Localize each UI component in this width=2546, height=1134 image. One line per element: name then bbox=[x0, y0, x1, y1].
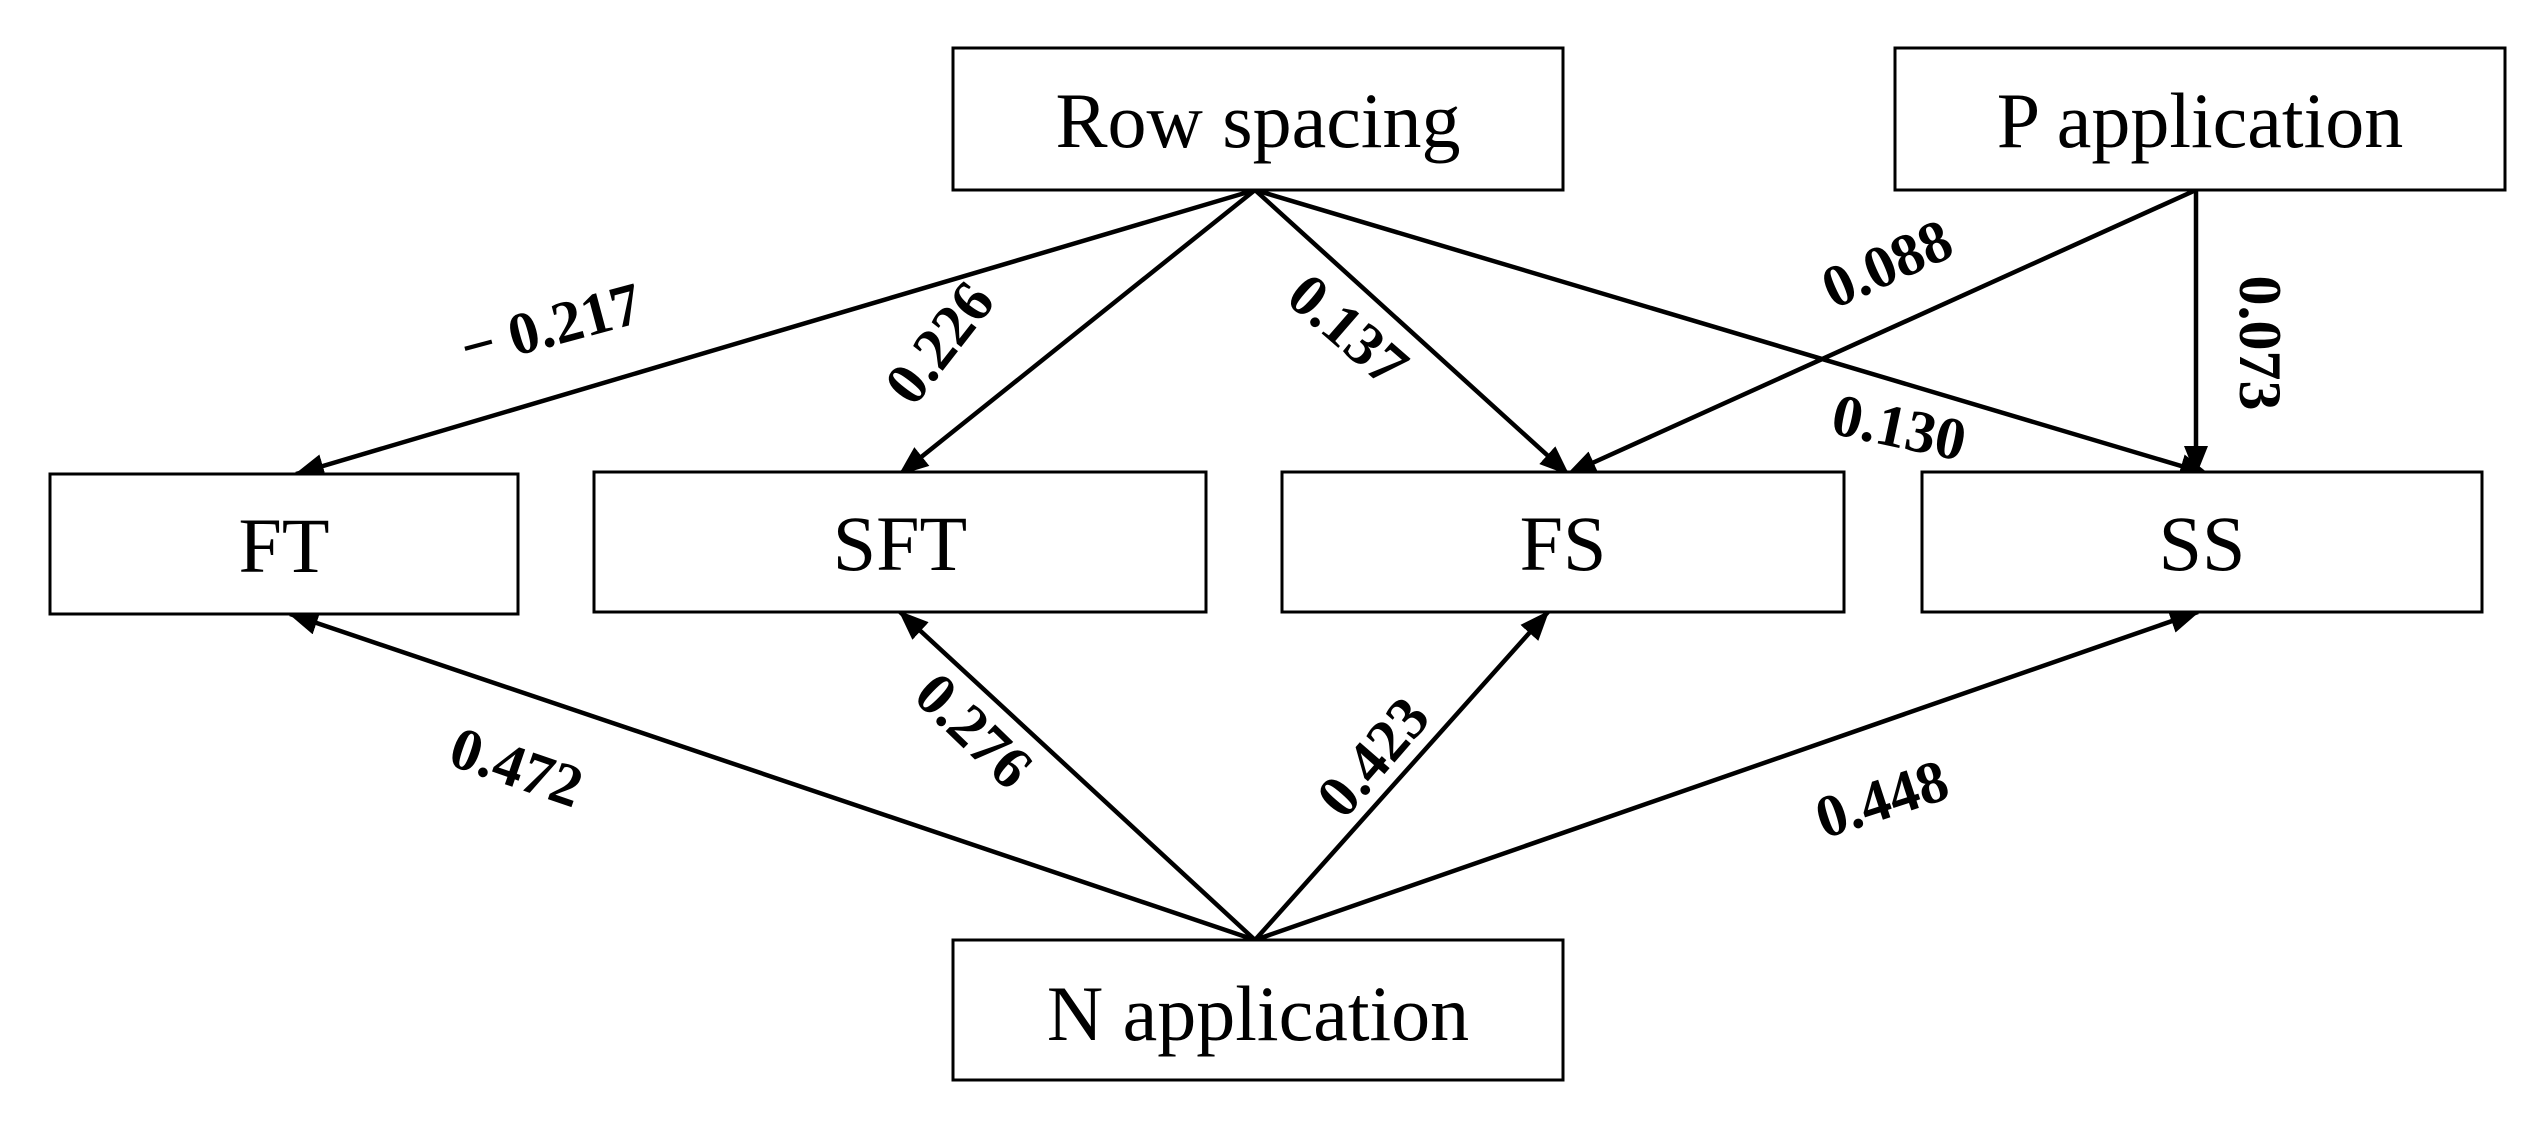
node-n-application-label: N application bbox=[1047, 970, 1469, 1057]
node-row-spacing-label: Row spacing bbox=[1055, 77, 1460, 164]
edge-n-application-to-ss bbox=[1254, 609, 2200, 943]
coef-n-application-ft: 0.472 bbox=[442, 714, 591, 820]
coef-row-spacing-ft: − 0.217 bbox=[453, 270, 648, 381]
node-ss-label: SS bbox=[2159, 500, 2246, 587]
node-ft-label: FT bbox=[238, 502, 329, 589]
node-row-spacing: Row spacing bbox=[951, 46, 1565, 192]
node-n-application: N application bbox=[951, 938, 1565, 1082]
node-ft: FT bbox=[48, 472, 520, 616]
edge-n-application-to-fs bbox=[1253, 610, 1550, 942]
node-p-application-label: P application bbox=[1997, 77, 2404, 164]
node-p-application: P application bbox=[1893, 46, 2507, 192]
coef-p-application-ss: 0.073 bbox=[2227, 276, 2293, 411]
node-ss: SS bbox=[1920, 470, 2484, 614]
edge-p-application-to-fs bbox=[1566, 187, 2197, 477]
edge-row-spacing-to-ss bbox=[1254, 187, 2210, 478]
edge-n-application-to-sft bbox=[898, 610, 1257, 942]
node-fs-label: FS bbox=[1520, 500, 1607, 587]
edge-row-spacing-to-fs bbox=[1253, 188, 1570, 476]
coef-row-spacing-sft: 0.226 bbox=[872, 269, 1007, 416]
edge-row-spacing-to-sft bbox=[898, 188, 1257, 476]
coef-row-spacing-fs: 0.137 bbox=[1276, 261, 1421, 399]
node-sft-label: SFT bbox=[833, 500, 967, 587]
node-sft: SFT bbox=[592, 470, 1208, 614]
edge-row-spacing-to-ft bbox=[294, 187, 1256, 478]
edges bbox=[288, 187, 2210, 943]
node-fs: FS bbox=[1280, 470, 1846, 614]
edge-n-application-to-ft bbox=[288, 611, 1256, 943]
coef-n-application-ss: 0.448 bbox=[1807, 747, 1956, 851]
